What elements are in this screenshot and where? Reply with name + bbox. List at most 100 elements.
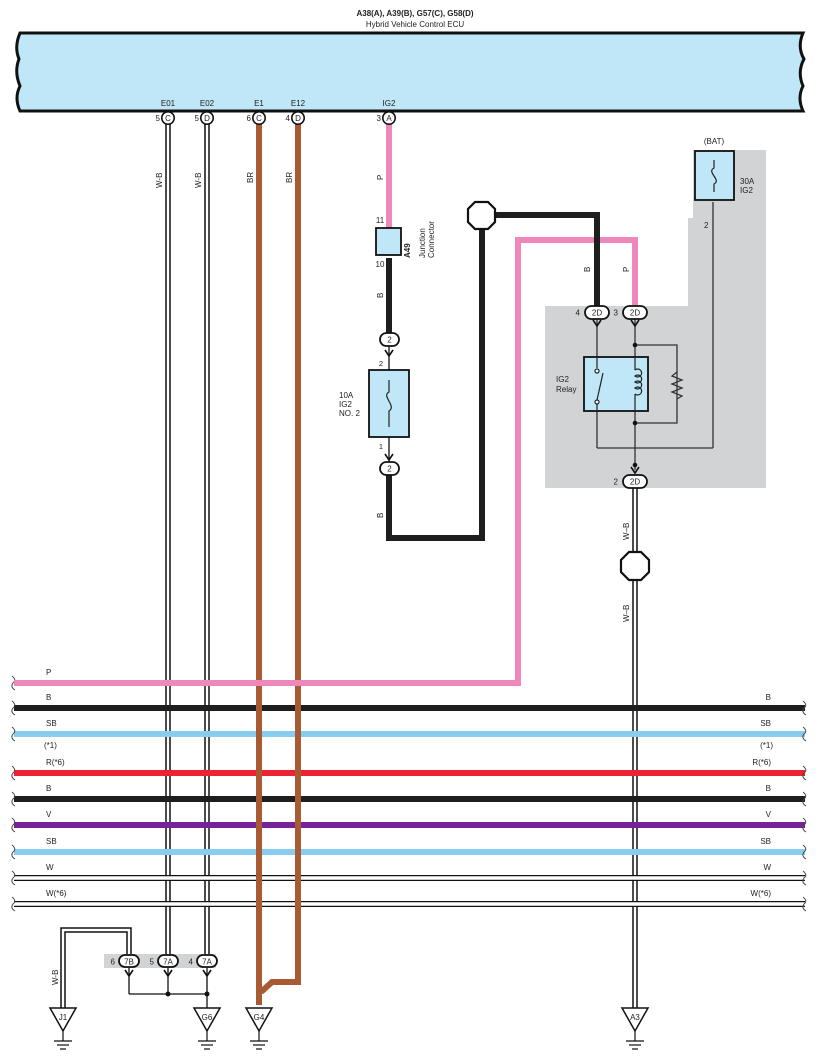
bus-break-mark bbox=[11, 791, 16, 807]
fuse-10a-pin-top: 2 bbox=[379, 359, 383, 368]
wire-label-wb-a3: W–B bbox=[622, 605, 631, 622]
svg-text:2: 2 bbox=[614, 478, 619, 487]
svg-text:6: 6 bbox=[111, 958, 116, 967]
svg-text:2D: 2D bbox=[630, 309, 640, 318]
bus-label-left-7: W bbox=[46, 863, 54, 872]
bus-label-right-7: W bbox=[763, 863, 771, 872]
connector-2-top: 2 bbox=[379, 332, 400, 347]
svg-text:2: 2 bbox=[387, 465, 392, 474]
relay-coil-icon bbox=[634, 357, 643, 411]
svg-text:5: 5 bbox=[195, 114, 200, 123]
bus-break-mark bbox=[802, 896, 807, 912]
junction-name-2: Connector bbox=[427, 221, 436, 258]
relay-switch-icon bbox=[594, 357, 604, 411]
bus-break-mark bbox=[11, 896, 16, 912]
svg-text:7A: 7A bbox=[202, 958, 212, 967]
junction-name-1: Junction bbox=[418, 228, 427, 258]
svg-text:5: 5 bbox=[156, 114, 161, 123]
svg-text:7A: 7A bbox=[163, 958, 173, 967]
svg-text:D: D bbox=[295, 114, 301, 123]
bus-break-mark bbox=[802, 726, 807, 742]
wire-label-p-ig2: P bbox=[376, 175, 385, 180]
svg-text:2D: 2D bbox=[592, 309, 602, 318]
bus-label-left-3: R(*6) bbox=[46, 758, 65, 767]
bus-break-mark bbox=[802, 765, 807, 781]
bus-label-left-6: SB bbox=[46, 837, 57, 846]
wire-label-b-fuse: B bbox=[376, 513, 385, 518]
svg-text:7B: 7B bbox=[124, 958, 134, 967]
relay-node-top bbox=[632, 342, 638, 348]
bat-label: (BAT) bbox=[704, 137, 725, 146]
ground-j1: J1 bbox=[48, 1007, 78, 1050]
wire-b-fuse-out bbox=[386, 228, 485, 541]
bus-label-right-4: B bbox=[766, 784, 771, 793]
bus-label-right-6: SB bbox=[760, 837, 771, 846]
fuse-10a-name-2: NO. 2 bbox=[339, 409, 360, 418]
fuse-30a-name: IG2 bbox=[740, 186, 753, 195]
bus-break-mark bbox=[802, 844, 807, 860]
bus-label-left-0: P bbox=[46, 668, 51, 677]
bus-break-mark bbox=[11, 675, 16, 691]
junction-code: A49 bbox=[403, 243, 412, 258]
svg-text:3: 3 bbox=[377, 114, 382, 123]
bus-label-right-3: R(*6) bbox=[752, 758, 771, 767]
ground-g6: G6 bbox=[192, 1007, 222, 1050]
terminal-chevron-icon bbox=[202, 969, 212, 978]
fuse-10a-pin-bottom: 1 bbox=[379, 442, 383, 451]
bus-break-mark bbox=[11, 817, 16, 833]
ecu-terminal-e02: E02 bbox=[200, 99, 215, 108]
bus-label-left-5: V bbox=[46, 810, 52, 819]
relay-label-line1: IG2 bbox=[556, 375, 569, 384]
splice-point-wb bbox=[619, 550, 651, 582]
svg-text:2D: 2D bbox=[630, 478, 640, 487]
wire-label-br-e1: BR bbox=[246, 172, 255, 183]
terminal-chevron-icon bbox=[124, 969, 134, 978]
ecu-terminal-e01: E01 bbox=[161, 99, 176, 108]
wire-label-p-relay: P bbox=[622, 267, 631, 272]
fuse-30a-icon bbox=[711, 160, 717, 192]
junction-connector-a49 bbox=[375, 227, 402, 256]
splice-point-black bbox=[466, 200, 497, 231]
ecu-terminal-ig2: IG2 bbox=[383, 99, 396, 108]
ecu-body bbox=[15, 31, 806, 113]
ecu-pin-e01: 5 C bbox=[156, 111, 176, 126]
terminal-chevron-icon bbox=[384, 349, 394, 358]
relay-label-line2: Relay bbox=[556, 385, 576, 394]
wire-label-wb-j1: W-B bbox=[51, 970, 60, 985]
connector-2-bottom: 2 bbox=[379, 461, 400, 476]
connector-7a-e01: 7A 5 bbox=[150, 954, 179, 968]
ecu-name: Hybrid Vehicle Control ECU bbox=[366, 20, 464, 29]
bus-note-right-2: (*1) bbox=[760, 741, 773, 750]
fuse-30a-rating: 30A bbox=[740, 177, 755, 186]
fuse-10a-name: IG2 bbox=[339, 400, 352, 409]
bus-break-mark bbox=[11, 765, 16, 781]
bus-label-left-8: W(*6) bbox=[46, 889, 67, 898]
wire-label-wb-e01: W-B bbox=[155, 173, 164, 188]
wire-label-b-junction: B bbox=[376, 293, 385, 298]
ground-node bbox=[165, 991, 171, 997]
bus-break-mark bbox=[11, 844, 16, 860]
bus-break-mark bbox=[802, 870, 807, 886]
wire-label-wb-e02: W-B bbox=[194, 173, 203, 188]
connector-2d-pin3: 2D 3 bbox=[614, 305, 648, 320]
svg-text:J1: J1 bbox=[59, 1013, 68, 1022]
svg-text:3: 3 bbox=[614, 309, 619, 318]
terminal-chevron-icon bbox=[630, 319, 640, 328]
ig2-relay-box bbox=[583, 356, 649, 412]
wire-b-relay bbox=[494, 212, 600, 306]
bus-break-mark bbox=[802, 791, 807, 807]
junction-pin-top: 11 bbox=[376, 216, 385, 225]
ecu-connectors-title: A38(A), A39(B), G57(C), G58(D) bbox=[356, 9, 473, 18]
svg-text:A: A bbox=[386, 114, 392, 123]
ecu-pin-e1: 6 C bbox=[247, 111, 267, 126]
ground-bus-wiring bbox=[128, 968, 208, 1008]
ground-a3: A3 bbox=[620, 1007, 650, 1050]
terminal-chevron-icon bbox=[384, 453, 394, 462]
ecu-pin-e12: 4 D bbox=[286, 111, 305, 126]
bus-label-right-8: W(*6) bbox=[751, 889, 772, 898]
relay-node-out bbox=[632, 462, 638, 468]
bus-break-mark bbox=[802, 700, 807, 716]
bus-label-left-1: B bbox=[46, 693, 51, 702]
wire-label-wb-relay-out: W–B bbox=[622, 523, 631, 540]
